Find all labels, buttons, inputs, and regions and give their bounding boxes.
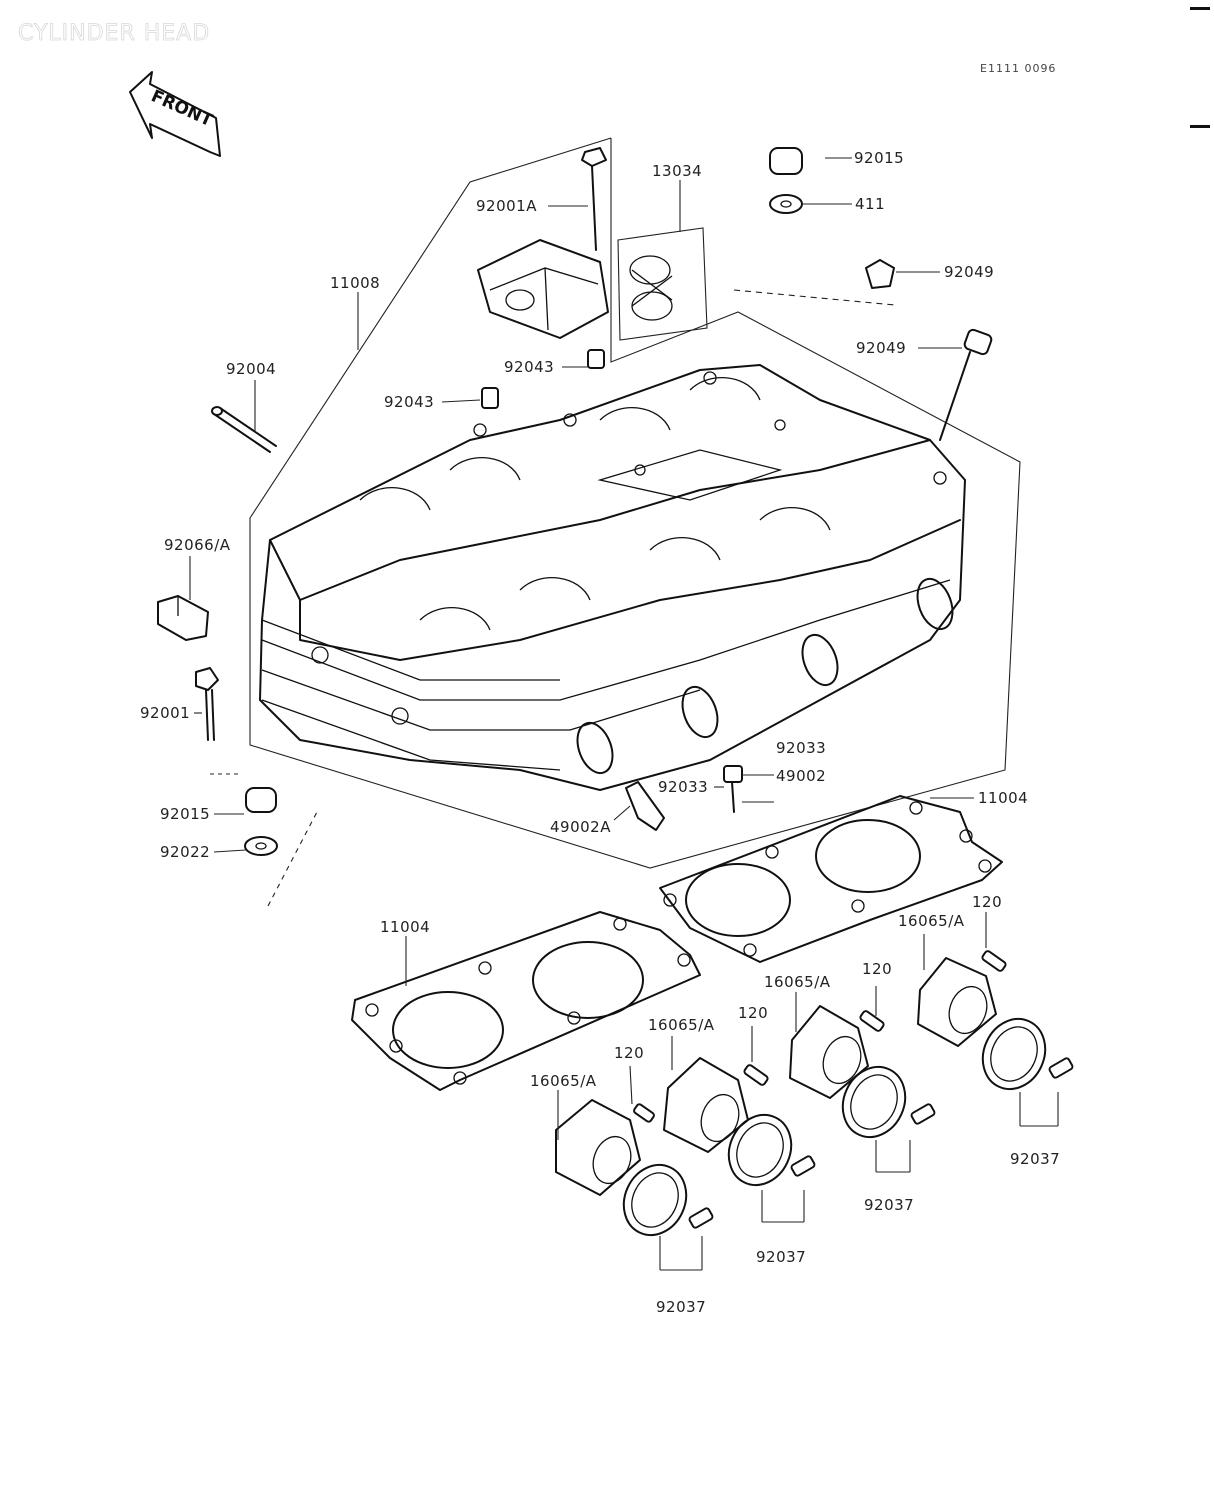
label-92033-b: 92033: [658, 778, 708, 796]
part-labels: 13034 92015 411 92049 92049 92001A 11008…: [140, 149, 1060, 1316]
label-92066a: 92066/A: [164, 536, 231, 554]
label-92037-c: 92037: [756, 1248, 806, 1266]
label-411: 411: [855, 195, 885, 213]
reference-code: E1111 0096: [980, 62, 1056, 75]
label-92037-d: 92037: [656, 1298, 706, 1316]
label-92049-a: 92049: [944, 263, 994, 281]
label-92001a: 92001A: [476, 197, 537, 215]
cam-cap: [477, 239, 609, 339]
label-92004: 92004: [226, 360, 276, 378]
cylinder-head-body: [259, 364, 966, 791]
label-120-c: 120: [738, 1004, 768, 1022]
label-92049-b: 92049: [856, 339, 906, 357]
bolt-92001a: [581, 147, 607, 251]
leader-lines: [189, 157, 1059, 1271]
label-11004-b: 11004: [380, 918, 430, 936]
part-13034-bearing: [617, 227, 708, 341]
holder-set-1: [555, 1099, 714, 1237]
cap-nut-92015-bottom: [245, 787, 277, 813]
label-92043-a: 92043: [504, 358, 554, 376]
plug-49002a: [625, 781, 665, 831]
label-16065a-b: 16065/A: [764, 973, 831, 991]
bolt-92001: [195, 667, 219, 741]
label-92015-top: 92015: [854, 149, 904, 167]
cap-nut-92015-top: [769, 147, 803, 175]
label-11004-a: 11004: [978, 789, 1028, 807]
label-92037-a: 92037: [1010, 1150, 1060, 1168]
label-92043-b: 92043: [384, 393, 434, 411]
dashed-guide: [733, 289, 896, 306]
label-16065a-d: 16065/A: [530, 1072, 597, 1090]
holder-set-2: [663, 1057, 816, 1187]
label-92037-b: 92037: [864, 1196, 914, 1214]
label-120-d: 120: [614, 1044, 644, 1062]
label-49002a: 49002A: [550, 818, 611, 836]
rubber-block-92066a: [157, 595, 209, 641]
label-120-a: 120: [972, 893, 1002, 911]
stud-92004: [211, 406, 277, 453]
screw-92033: [723, 765, 743, 813]
label-16065a-a: 16065/A: [898, 912, 965, 930]
label-11008: 11008: [330, 274, 380, 292]
gasket-11004-upper: [659, 795, 1003, 963]
label-92033-a: 92033: [776, 739, 826, 757]
washer-92022: [244, 836, 278, 856]
front-arrow-icon: FRONT: [129, 71, 221, 157]
gasket-11004-lower: [351, 911, 701, 1091]
dowel-92043-lower: [481, 387, 499, 409]
label-92001: 92001: [140, 704, 190, 722]
label-13034: 13034: [652, 162, 702, 180]
stud-92049-b: [939, 328, 993, 441]
label-49002: 49002: [776, 767, 826, 785]
nut-92049-a: [865, 259, 895, 289]
assembly-outline: [249, 137, 1021, 869]
holder-set-3: [789, 1005, 936, 1139]
label-92015-bottom: 92015: [160, 805, 210, 823]
washer-411: [769, 194, 803, 214]
label-92022: 92022: [160, 843, 210, 861]
edge-mark-bottom: [1190, 125, 1210, 128]
edge-mark-top: [1190, 7, 1210, 10]
label-120-b: 120: [862, 960, 892, 978]
diagram-title: CYLINDER HEAD: [18, 21, 210, 46]
label-16065a-c: 16065/A: [648, 1016, 715, 1034]
holder-set-4: [917, 950, 1074, 1091]
dowel-92043-upper: [587, 349, 605, 369]
